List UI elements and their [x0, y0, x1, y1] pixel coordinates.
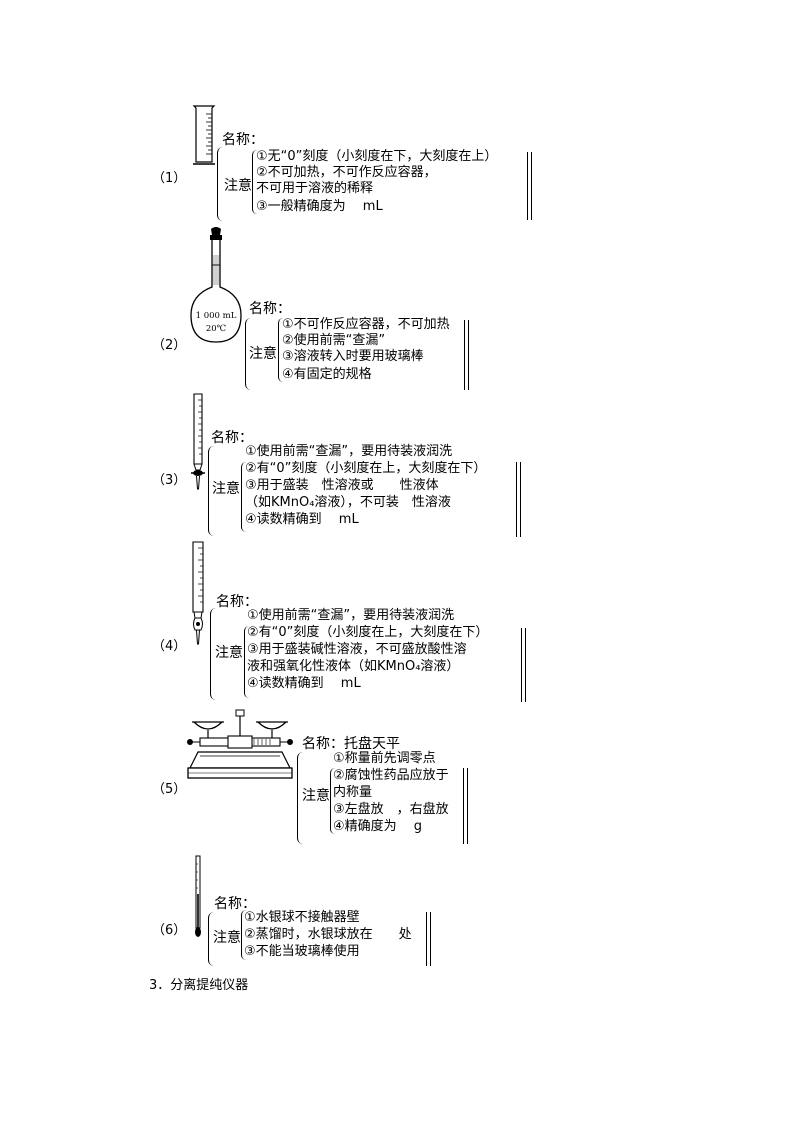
pan-balance-icon [187, 709, 293, 779]
right-bar [521, 628, 523, 702]
thermometer-icon [195, 855, 201, 937]
base-burette-icon [192, 541, 204, 645]
name-label: 名称： [211, 430, 253, 446]
note-label: 注意 [213, 930, 241, 946]
name-label: 名称：托盘天平 [302, 736, 400, 752]
outer-brace [208, 912, 215, 966]
note-line: ②有“0”刻度（小刻度在上，大刻度在下） [245, 461, 487, 476]
note-line: ④读数精确到 mL [247, 676, 361, 691]
note-line: 不可用于溶液的稀释 [256, 181, 374, 196]
right-bar [531, 152, 533, 220]
item-number: （2） [152, 338, 187, 353]
right-bar [520, 462, 522, 537]
note-line: ②腐蚀性药品应放于 [333, 768, 449, 783]
inner-brace [330, 768, 336, 834]
note-label: 注意 [302, 788, 330, 804]
flask-volume-label: 1 000 mL [196, 311, 237, 321]
note-line: ②使用前需“查漏” [282, 333, 386, 348]
right-bar [426, 912, 428, 966]
inner-brace [241, 910, 247, 960]
note-line: ①使用前需“查漏”，要用待装液润洗 [245, 444, 453, 459]
name-label: 名称： [222, 132, 264, 148]
outer-brace [210, 608, 217, 700]
inner-brace [278, 318, 284, 382]
outer-brace [208, 446, 215, 536]
inner-brace [252, 150, 258, 214]
note-label: 注意 [215, 645, 243, 661]
note-line: ③用于盛装 性溶液或 性液体 [245, 478, 439, 493]
note-line: ②不可加热，不可作反应容器， [256, 165, 437, 180]
note-line: ④有固定的规格 [282, 367, 372, 382]
item-number: （3） [152, 473, 187, 488]
name-label: 名称： [216, 594, 258, 610]
right-bar [463, 768, 465, 844]
acid-burette-icon [191, 393, 205, 490]
item-number: （4） [152, 639, 187, 654]
outer-brace [217, 147, 224, 221]
inner-brace [241, 462, 247, 532]
note-line: ④读数精确到 mL [245, 512, 359, 527]
right-bar [467, 768, 469, 844]
note-line: ③不能当玻璃棒使用 [244, 944, 360, 959]
note-line: ①无“0”刻度（小刻度在下，大刻度在上） [256, 149, 498, 164]
name-label: 名称： [249, 301, 291, 317]
note-label: 注意 [212, 481, 240, 497]
section-heading: 3．分离提纯仪器 [149, 978, 249, 993]
note-label: 注意 [224, 178, 252, 194]
flask-temp-label: 20℃ [206, 324, 226, 334]
note-line: ④精确度为 g [333, 819, 423, 834]
note-line: （如KMnO₄溶液），不可装 性溶液 [245, 495, 451, 510]
volumetric-flask-icon: 1 000 mL 20℃ [190, 227, 242, 343]
note-line: ②有“0”刻度（小刻度在上，大刻度在下） [247, 625, 489, 640]
note-line: ②蒸馏时，水银球放在 处 [244, 927, 412, 942]
note-line: ③用于盛装碱性溶液，不可盛放酸性溶 [247, 642, 467, 657]
note-line: ①使用前需“查漏”，要用待装液润洗 [247, 608, 455, 623]
inner-brace [244, 626, 250, 698]
graduated-cylinder-icon [192, 105, 216, 165]
note-line: ①水银球不接触器壁 [244, 910, 360, 925]
note-line: ③一般精确度为 mL [256, 199, 383, 214]
right-bar [464, 320, 466, 390]
note-label: 注意 [249, 346, 277, 362]
outer-brace [297, 752, 304, 844]
note-line: ①称量前先调零点 [333, 751, 436, 766]
note-line: ①不可作反应容器，不可加热 [282, 317, 450, 332]
outer-brace [245, 318, 252, 390]
note-line: ③左盘放 ，右盘放 [333, 802, 449, 817]
item-number: （6） [152, 923, 187, 938]
item-number: （5） [152, 782, 187, 797]
note-line: ③溶液转入时要用玻璃棒 [282, 349, 424, 364]
right-bar [525, 628, 527, 702]
note-line: 内称量 [333, 785, 373, 800]
item-number: （1） [152, 171, 187, 186]
right-bar [516, 462, 518, 537]
note-line: 液和强氧化性液体（如KMnO₄溶液） [247, 659, 460, 674]
right-bar [468, 320, 470, 390]
right-bar [527, 152, 529, 220]
right-bar [430, 912, 432, 966]
name-label: 名称： [214, 896, 256, 912]
